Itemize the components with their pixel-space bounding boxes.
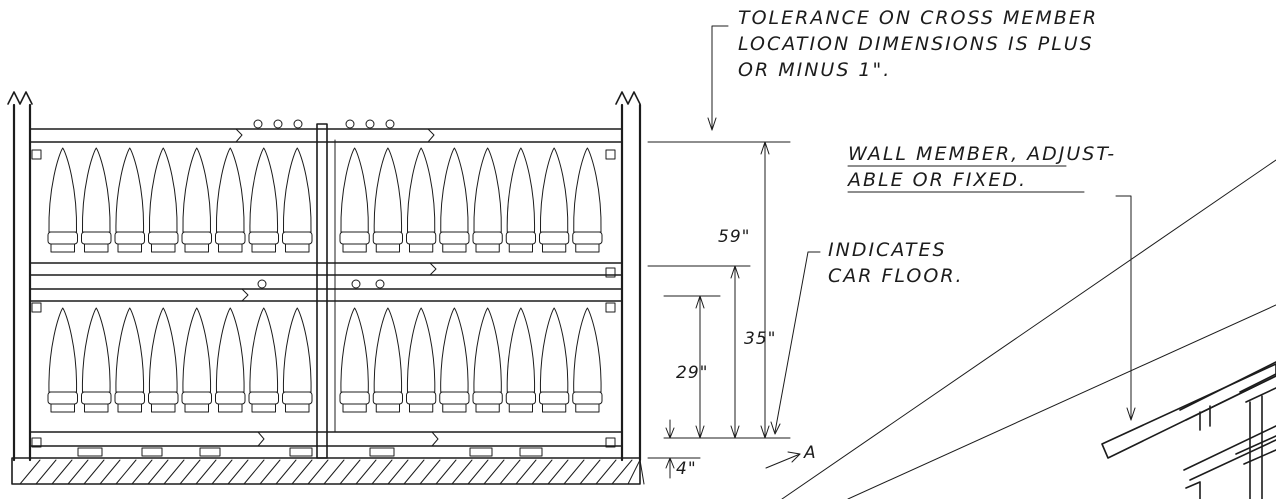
floor-hatch-line bbox=[419, 459, 441, 485]
projectile bbox=[47, 147, 78, 253]
floor-hatch-line bbox=[563, 459, 585, 485]
projectile bbox=[406, 147, 437, 253]
floor-hatch-line bbox=[451, 459, 473, 485]
annotations: TOLERANCE ON CROSS MEMBER LOCATION DIMEN… bbox=[676, 7, 1116, 479]
floor-hatch-line bbox=[227, 459, 249, 485]
car-floor-hatched bbox=[11, 457, 645, 485]
floor-hatch-line bbox=[163, 459, 185, 485]
dimension-29: 29" bbox=[676, 363, 708, 383]
floor-hatch-line bbox=[275, 459, 297, 485]
tolerance-note-line-1: TOLERANCE ON CROSS MEMBER bbox=[738, 7, 1098, 29]
floor-hatch-line bbox=[243, 459, 265, 485]
floor-hatch-line bbox=[51, 459, 73, 485]
floor-hatch-line bbox=[531, 459, 553, 485]
projectile bbox=[81, 147, 112, 253]
tolerance-note-line-3: OR MINUS 1". bbox=[738, 59, 891, 81]
projectile bbox=[148, 307, 179, 413]
cross-members bbox=[29, 119, 623, 457]
projectile bbox=[372, 307, 403, 413]
wall-member-note-line-1: WALL MEMBER, ADJUST- bbox=[848, 143, 1116, 165]
car-floor-note-line-1: INDICATES bbox=[828, 239, 947, 261]
projectile bbox=[505, 307, 536, 413]
projectile bbox=[282, 307, 313, 413]
projectile bbox=[81, 307, 112, 413]
dimension-lines bbox=[647, 25, 821, 479]
projectile bbox=[472, 307, 503, 413]
floor-hatch-line bbox=[99, 459, 121, 485]
floor-hatch-line bbox=[627, 459, 641, 485]
projectile bbox=[505, 147, 536, 253]
floor-hatch-line bbox=[179, 459, 201, 485]
floor-hatch-line bbox=[35, 459, 57, 485]
floor-hatch-line bbox=[195, 459, 217, 485]
projectile bbox=[181, 147, 212, 253]
dimension-4: 4" bbox=[676, 459, 697, 479]
projectile bbox=[282, 147, 313, 253]
floor-hatch-line bbox=[467, 459, 489, 485]
floor-hatch-line bbox=[355, 459, 377, 485]
projectile bbox=[539, 307, 570, 413]
projectile bbox=[439, 147, 470, 253]
projectile bbox=[248, 147, 279, 253]
projectile bbox=[47, 307, 78, 413]
floor-hatch-line bbox=[579, 459, 601, 485]
floor-hatch-line bbox=[547, 459, 569, 485]
isometric-sketch bbox=[781, 159, 1276, 499]
projectile bbox=[439, 307, 470, 413]
section-marker-a: A bbox=[803, 443, 817, 463]
projectile bbox=[572, 147, 603, 253]
floor-hatch-line bbox=[115, 459, 137, 485]
floor-hatch-line bbox=[515, 459, 537, 485]
floor-hatch-line bbox=[371, 459, 393, 485]
floor-hatch-line bbox=[639, 459, 645, 485]
floor-hatch-line bbox=[147, 459, 169, 485]
projectile bbox=[248, 307, 279, 413]
projectile bbox=[372, 147, 403, 253]
projectile bbox=[215, 307, 246, 413]
floor-hatch-line bbox=[259, 459, 281, 485]
floor-hatch-line bbox=[211, 459, 233, 485]
floor-hatch-line bbox=[291, 459, 313, 485]
floor-hatch-line bbox=[403, 459, 425, 485]
projectile bbox=[181, 307, 212, 413]
floor-hatch-line bbox=[67, 459, 89, 485]
floor-hatch-line bbox=[83, 459, 105, 485]
floor-hatch-line bbox=[19, 459, 41, 485]
projectile bbox=[148, 147, 179, 253]
projectile bbox=[539, 147, 570, 253]
projectile bbox=[472, 147, 503, 253]
projectile bbox=[114, 307, 145, 413]
floor-hatch-line bbox=[387, 459, 409, 485]
car-floor-note-line-2: CAR FLOOR. bbox=[828, 265, 964, 287]
tolerance-note-line-2: LOCATION DIMENSIONS IS PLUS bbox=[738, 33, 1094, 55]
projectile bbox=[406, 307, 437, 413]
projectile bbox=[339, 147, 370, 253]
floor-hatch-line bbox=[307, 459, 329, 485]
floor-hatch-line bbox=[323, 459, 345, 485]
projectiles bbox=[47, 147, 603, 413]
floor-hatch-line bbox=[595, 459, 617, 485]
projectile bbox=[114, 147, 145, 253]
projectile bbox=[572, 307, 603, 413]
floor-hatch-line bbox=[339, 459, 361, 485]
floor-hatch-line bbox=[483, 459, 505, 485]
end-walls bbox=[7, 91, 642, 462]
floor-hatch-line bbox=[131, 459, 153, 485]
projectile bbox=[215, 147, 246, 253]
floor-hatch-line bbox=[611, 459, 633, 485]
floor-hatch-line bbox=[499, 459, 521, 485]
dimension-35: 35" bbox=[744, 329, 776, 349]
center-posts bbox=[316, 123, 336, 459]
projectile bbox=[339, 307, 370, 413]
wall-member-note-line-2: ABLE OR FIXED. bbox=[846, 169, 1027, 191]
floor-hatch-line bbox=[435, 459, 457, 485]
dimension-59: 59" bbox=[718, 227, 750, 247]
